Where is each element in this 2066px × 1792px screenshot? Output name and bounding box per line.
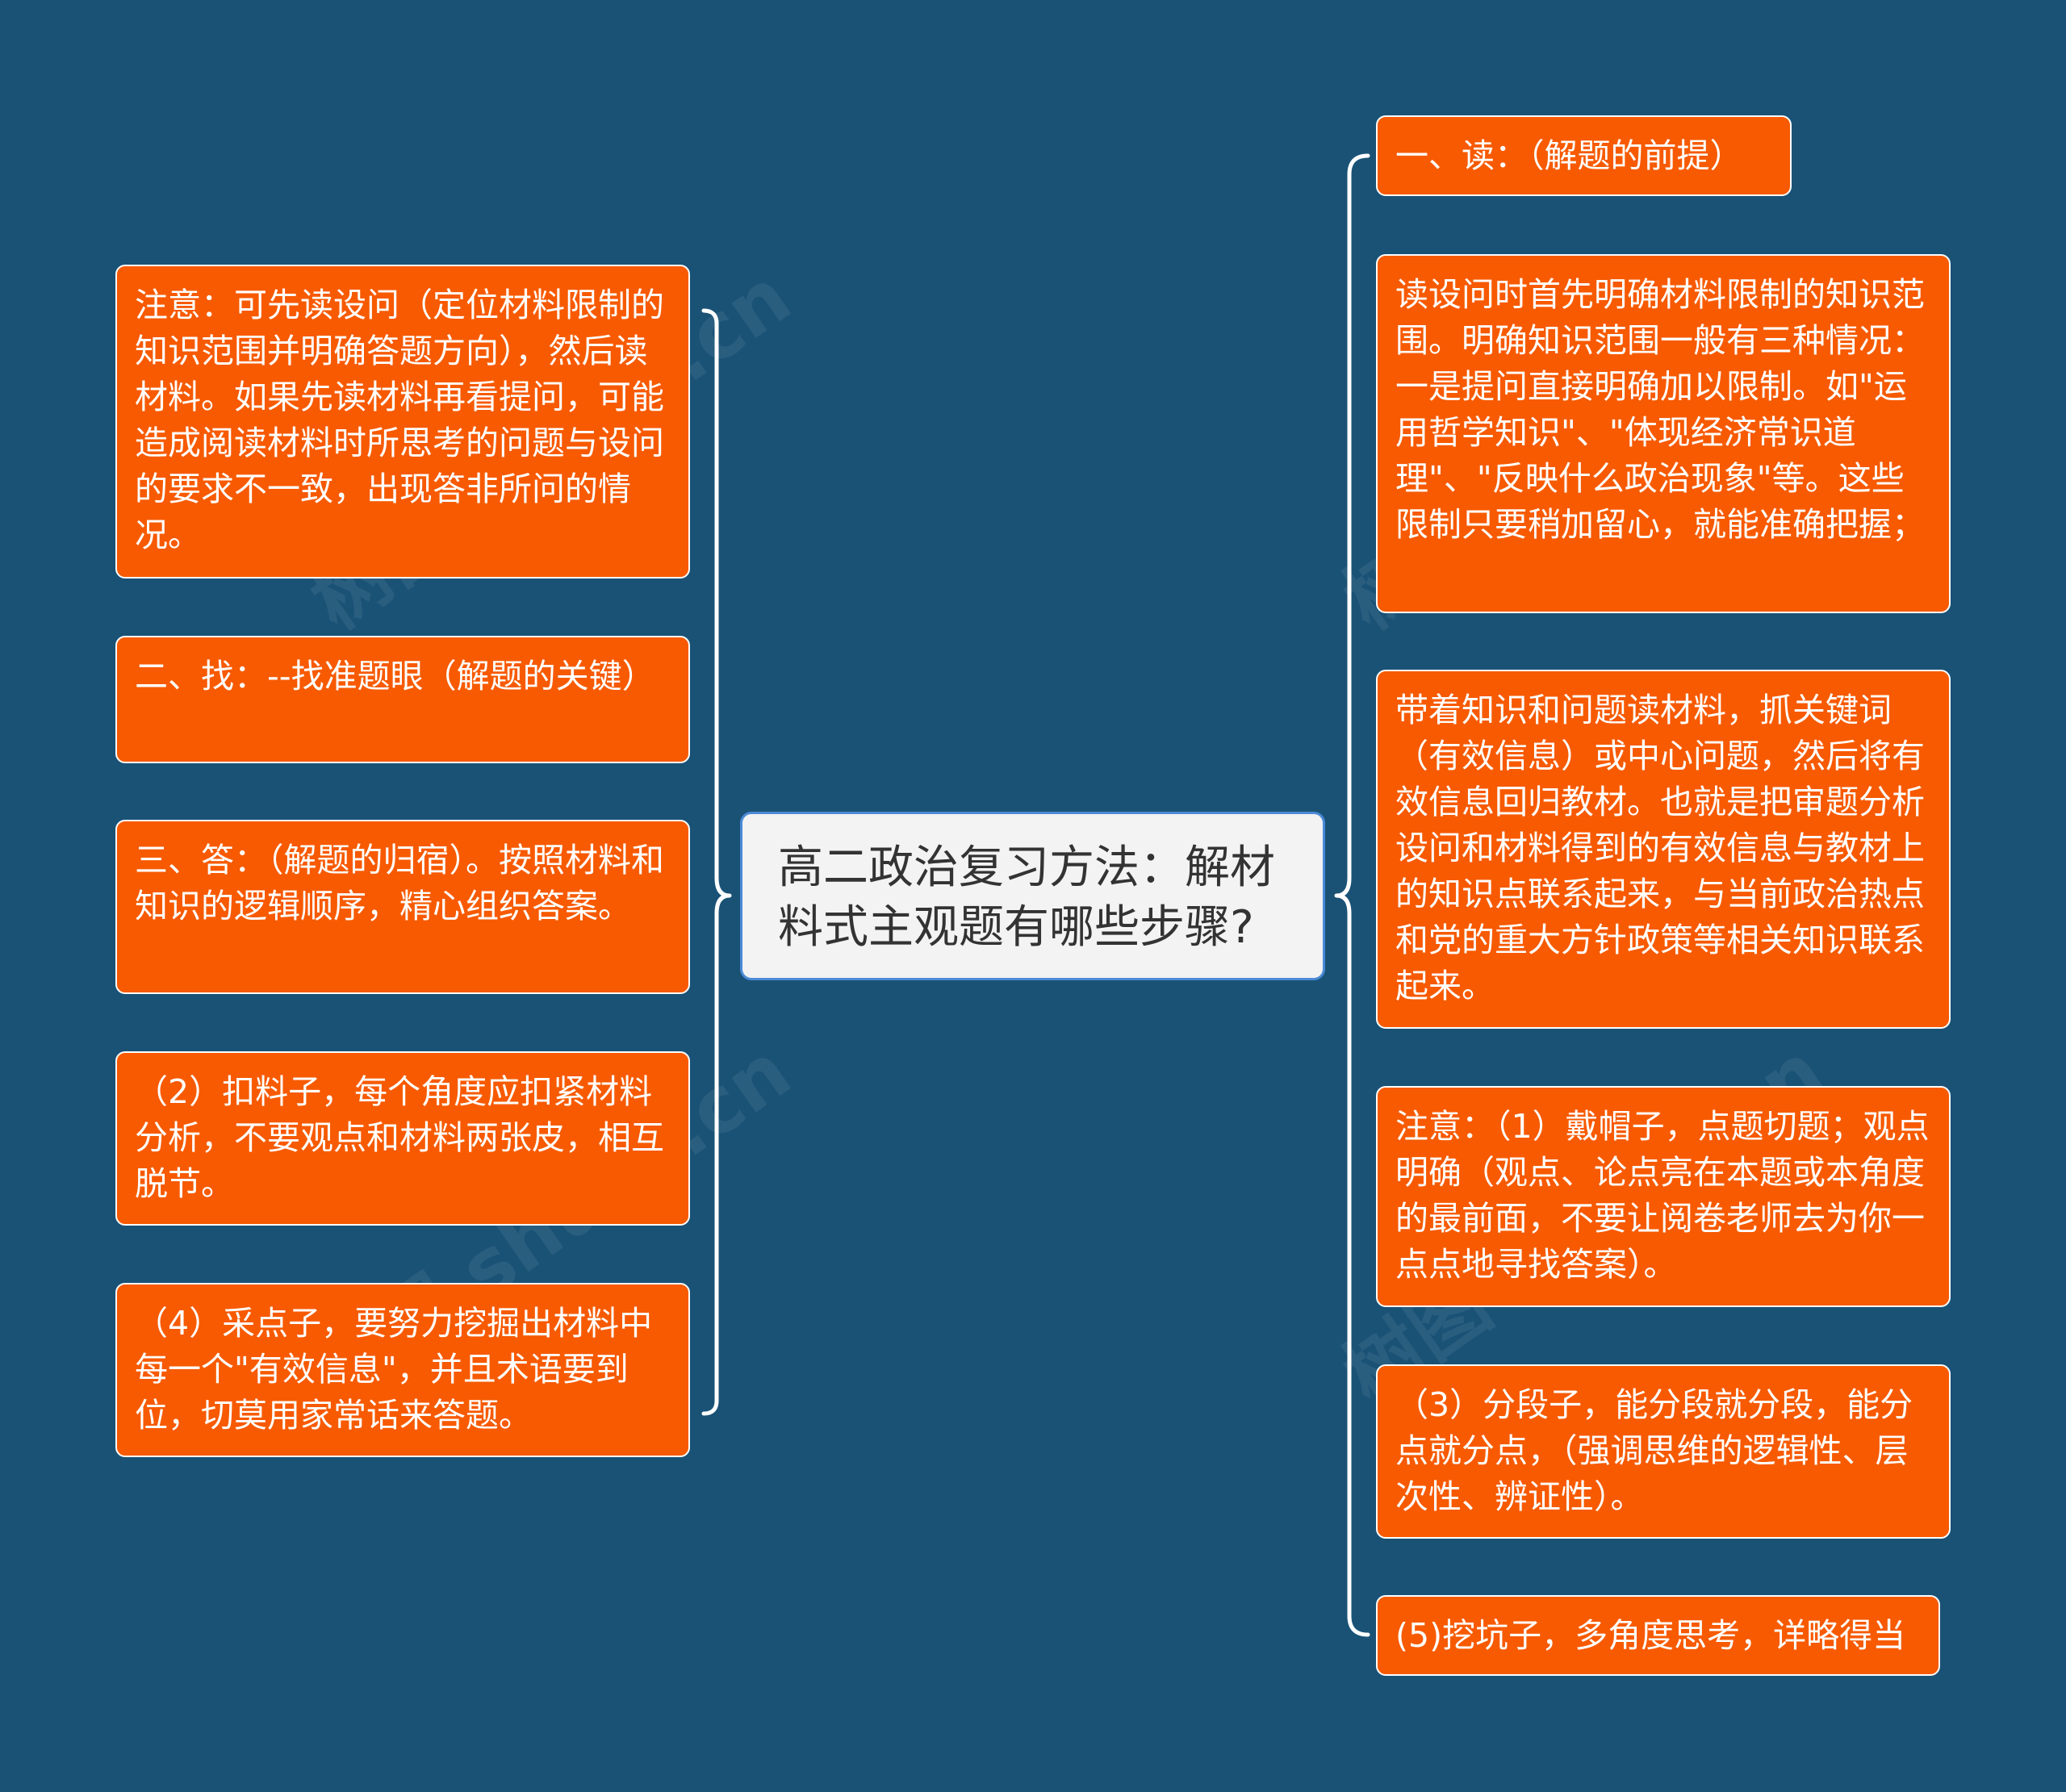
right-node-viewpoint-note[interactable]: 注意：（1）戴帽子，点题切题；观点明确（观点、论点亮在本题或本角度的最前面，不要…: [1376, 1086, 1951, 1307]
left-node-reading-order-note[interactable]: 注意：可先读设问（定位材料限制的知识范围并明确答题方向），然后读材料。如果先读材…: [115, 265, 690, 579]
left-node-effective-info[interactable]: （4）采点子，要努力挖掘出材料中每一个"有效信息"，并且术语要到位，切莫用家常话…: [115, 1283, 690, 1457]
left-node-answer[interactable]: 三、答：（解题的归宿）。按照材料和知识的逻辑顺序，精心组织答案。: [115, 820, 690, 994]
central-topic[interactable]: 高二政治复习方法：解材料式主观题有哪些步骤?: [740, 812, 1325, 980]
right-node-read-premise[interactable]: 一、读：（解题的前提）: [1376, 115, 1792, 196]
left-bracket-connector: [701, 308, 732, 1416]
right-node-multi-angle[interactable]: (5)挖坑子，多角度思考，详略得当: [1376, 1595, 1940, 1676]
right-node-knowledge-scope[interactable]: 读设问时首先明确材料限制的知识范围。明确知识范围一般有三种情况：一是提问直接明确…: [1376, 254, 1951, 613]
right-bracket-connector: [1334, 153, 1370, 1637]
right-node-segmentation[interactable]: （3）分段子，能分段就分段，能分点就分点，（强调思维的逻辑性、层次性、辨证性）。: [1376, 1364, 1951, 1539]
left-node-material-analysis[interactable]: （2）扣料子，每个角度应扣紧材料分析，不要观点和材料两张皮，相互脱节。: [115, 1051, 690, 1226]
left-node-find-key[interactable]: 二、找：--找准题眼（解题的关键）: [115, 636, 690, 763]
right-node-read-material[interactable]: 带着知识和问题读材料，抓关键词（有效信息）或中心问题，然后将有效信息回归教材。也…: [1376, 670, 1951, 1029]
